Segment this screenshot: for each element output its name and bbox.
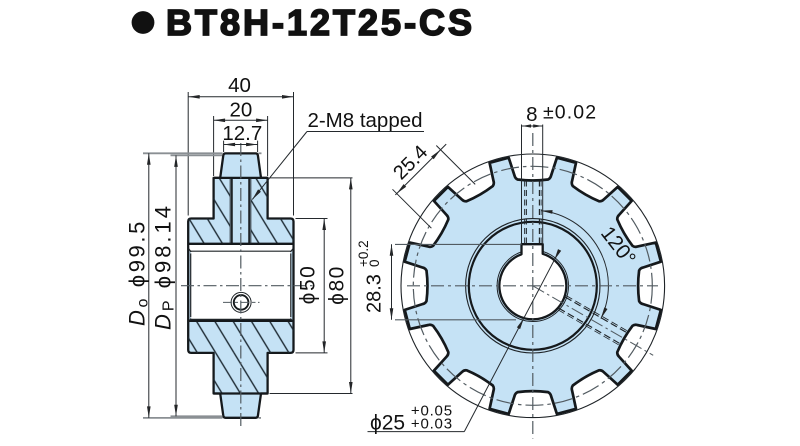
svg-text:DP ϕ98.14: DP ϕ98.14: [150, 203, 177, 330]
svg-text:40: 40: [228, 74, 251, 97]
svg-text:+0.05: +0.05: [411, 402, 453, 419]
svg-text:8: 8: [526, 103, 537, 126]
svg-text:0: 0: [367, 259, 382, 267]
svg-text:BT8H-12T25-CS: BT8H-12T25-CS: [166, 2, 475, 43]
svg-text:±0.02: ±0.02: [543, 102, 597, 124]
svg-text:ϕ50: ϕ50: [297, 265, 320, 305]
svg-text:2-M8 tapped: 2-M8 tapped: [307, 109, 422, 132]
svg-text:+0.2: +0.2: [356, 240, 371, 267]
svg-text:20: 20: [229, 99, 252, 122]
svg-text:28.3: 28.3: [364, 274, 386, 313]
svg-text:+0.03: +0.03: [411, 415, 453, 432]
svg-text:ϕ80: ϕ80: [326, 265, 349, 305]
svg-text:ϕ25: ϕ25: [370, 412, 405, 435]
svg-text:12.7: 12.7: [222, 122, 262, 145]
svg-text:Do ϕ99.5: Do ϕ99.5: [124, 219, 151, 326]
